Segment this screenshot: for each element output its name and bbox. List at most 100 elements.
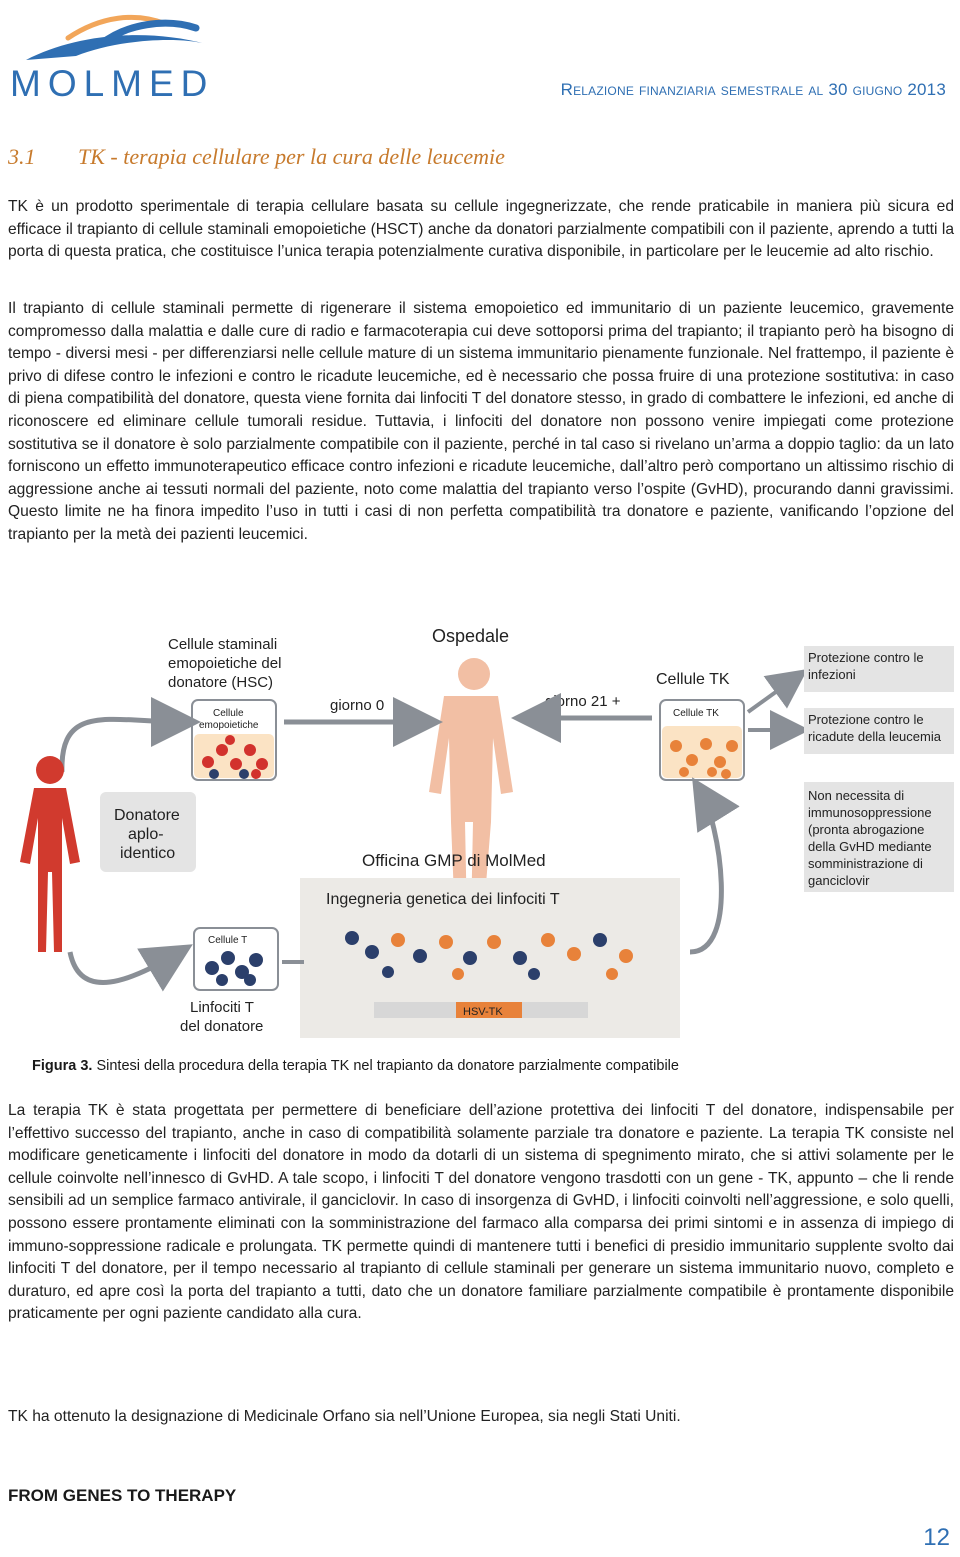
gmp-title: Officina GMP di MolMed: [362, 851, 546, 870]
gmp-cell: [606, 968, 618, 980]
paragraph-intro: TK è un prodotto sperimentale di terapia…: [8, 198, 954, 261]
t-cell: [235, 965, 249, 979]
svg-text:Linfociti T: Linfociti T: [190, 999, 254, 1016]
t-cell: [205, 961, 219, 975]
footer-tagline: FROM GENES TO THERAPY: [8, 1486, 237, 1505]
section-title-text: TK - terapia cellulare per la cura delle…: [78, 144, 505, 169]
logo-wordmark: MOLMED: [10, 63, 214, 100]
donor-figure-icon: [20, 756, 80, 952]
svg-text:donatore (HSC): donatore (HSC): [168, 674, 273, 691]
tk-cells-title: Cellule TK: [656, 671, 730, 688]
hsc-tube: Cellule emopoietiche: [191, 699, 277, 781]
hsc-cell: [244, 744, 256, 756]
gmp-cell: [382, 966, 394, 978]
svg-text:Non necessita di: Non necessita di: [808, 788, 904, 803]
figure-caption-text: Sintesi della procedura della terapia TK…: [92, 1058, 679, 1074]
t-lymphocytes-label: Linfociti T del donatore: [180, 999, 263, 1035]
arrow-gmp-to-tk: [689, 777, 740, 955]
tk-cell: [707, 767, 717, 777]
svg-text:della GvHD mediante: della GvHD mediante: [808, 839, 932, 854]
gmp-cell: [513, 951, 527, 965]
svg-text:ganciclovir: ganciclovir: [808, 873, 870, 888]
svg-text:del donatore: del donatore: [180, 1018, 263, 1035]
t-cell: [244, 974, 256, 986]
tk-cell: [726, 740, 738, 752]
gmp-cell: [452, 968, 464, 980]
svg-text:immunosoppressione: immunosoppressione: [808, 805, 932, 820]
hsv-tk-label: HSV-TK: [463, 1006, 503, 1018]
gmp-cell: [528, 968, 540, 980]
paragraph-orphan-drug: TK ha ottenuto la designazione di Medici…: [8, 1408, 681, 1425]
hsc-cell: [251, 769, 261, 779]
t-cell: [249, 953, 263, 967]
protection-relapse-box: Protezione contro le ricadute della leuc…: [804, 708, 954, 754]
tk-cell: [686, 754, 698, 766]
svg-text:Cellule T: Cellule T: [208, 935, 247, 946]
protection-infections-box: Protezione contro le infezioni: [804, 646, 954, 692]
donor-label-box: Donatore aplo- identico: [100, 792, 196, 872]
gmp-cell: [391, 933, 405, 947]
svg-text:Cellule TK: Cellule TK: [673, 708, 719, 719]
svg-text:Protezione contro le: Protezione contro le: [808, 650, 924, 665]
gmp-cell: [541, 933, 555, 947]
hsc-cell: [230, 758, 242, 770]
svg-text:Donatore: Donatore: [114, 807, 180, 824]
svg-text:emopoietiche del: emopoietiche del: [168, 655, 281, 672]
paragraph-transplant: Il trapianto di cellule staminali permet…: [8, 300, 954, 543]
dna-vector: HSV-TK: [374, 1002, 588, 1018]
tk-cell: [700, 738, 712, 750]
no-immunosuppression-box: Non necessita di immunosoppressione (pro…: [804, 782, 954, 892]
svg-text:Protezione contro le: Protezione contro le: [808, 712, 924, 727]
day-21-label: giorno 21 +: [545, 693, 621, 710]
hsc-cell: [239, 769, 249, 779]
svg-text:Ingegneria genetica dei linfoc: Ingegneria genetica dei linfociti T: [326, 891, 560, 908]
figure-caption-label: Figura 3.: [32, 1058, 93, 1074]
therapy-diagram: Cellule staminali emopoietiche del donat…: [0, 622, 960, 1052]
svg-text:ricadute della leucemia: ricadute della leucemia: [808, 729, 942, 744]
gmp-cell: [365, 945, 379, 959]
hsc-cell: [216, 744, 228, 756]
day-0-label: giorno 0: [330, 697, 384, 714]
gmp-engineering-panel: Ingegneria genetica dei linfociti T HSV-…: [300, 878, 680, 1038]
hsc-title: Cellule staminali emopoietiche del donat…: [168, 636, 281, 691]
hsc-cell: [225, 735, 235, 745]
gmp-cell: [439, 935, 453, 949]
section-number: 3.1: [8, 144, 36, 169]
gmp-cell: [487, 935, 501, 949]
tk-cell: [721, 769, 731, 779]
hospital-title: Ospedale: [432, 626, 509, 646]
svg-text:aplo-: aplo-: [128, 826, 164, 843]
gmp-cell: [619, 949, 633, 963]
tk-cell: [714, 756, 726, 768]
arrow-donor-to-tcells: [67, 944, 193, 992]
t-cell: [221, 951, 235, 965]
hsc-cell: [202, 756, 214, 768]
hsc-cell: [256, 758, 268, 770]
t-cell: [216, 974, 228, 986]
report-title: Relazione finanziaria semestrale al 30 g…: [560, 80, 946, 99]
figure-caption: Figura 3. Sintesi della procedura della …: [32, 1058, 679, 1074]
section-heading: 3.1 TK - terapia cellulare per la cura de…: [8, 144, 908, 170]
patient-figure-icon: [429, 658, 513, 922]
svg-text:Cellule staminali: Cellule staminali: [168, 636, 277, 653]
t-cells-tube: Cellule T: [193, 927, 279, 991]
tk-cell: [670, 740, 682, 752]
svg-text:identico: identico: [120, 845, 175, 862]
svg-text:(pronta abrogazione: (pronta abrogazione: [808, 822, 924, 837]
gmp-cell: [345, 931, 359, 945]
arrow-to-infections: [746, 668, 808, 714]
gmp-cell: [593, 933, 607, 947]
arrow-donor-to-hsc: [59, 696, 201, 773]
hsc-cell: [209, 769, 219, 779]
molmed-logo: MOLMED: [6, 4, 256, 104]
tk-cell: [679, 767, 689, 777]
gmp-cell: [413, 949, 427, 963]
svg-text:somministrazione di: somministrazione di: [808, 856, 923, 871]
svg-text:emopoietiche: emopoietiche: [199, 720, 259, 731]
gmp-cell: [567, 947, 581, 961]
page-number: 12: [923, 1524, 950, 1551]
svg-text:Cellule: Cellule: [213, 708, 244, 719]
tk-tube: Cellule TK: [659, 699, 745, 781]
svg-text:infezioni: infezioni: [808, 667, 856, 682]
paragraph-tk-therapy: La terapia TK è stata progettata per per…: [8, 1102, 954, 1323]
